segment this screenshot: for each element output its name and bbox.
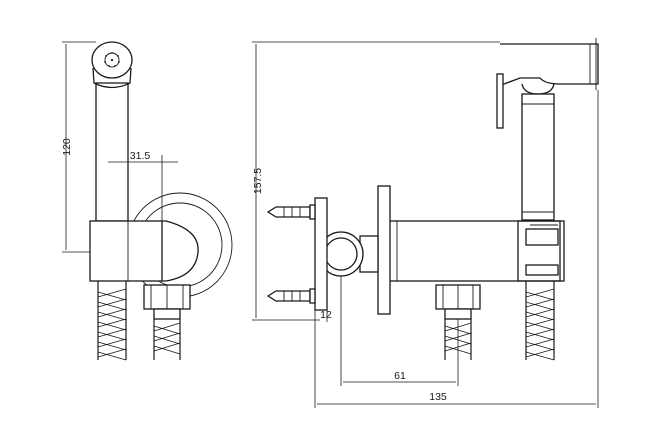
dim-label-12: 12: [320, 309, 332, 321]
hose-side: [97, 281, 127, 361]
front-view: 157.5 12 61 135: [252, 38, 599, 408]
dim-label-120: 120: [61, 138, 73, 156]
hose-inlet-side: [153, 319, 181, 360]
wall-anchor-bottom-icon: [266, 288, 316, 304]
wall-anchor-top-icon: [266, 204, 316, 220]
hose-front: [525, 281, 555, 361]
handle-front: [521, 93, 555, 221]
dim-label-61: 61: [394, 370, 406, 382]
spray-head-front: [496, 38, 599, 129]
inlet-nut-front: [435, 284, 481, 320]
dimension-width-total: 135: [314, 90, 599, 408]
holder-body-front: [384, 220, 561, 282]
wall-flange-front: [377, 185, 391, 315]
dimension-spout-spacing: 61: [340, 276, 459, 386]
dim-label-157-5: 157.5: [252, 168, 264, 194]
handle-side: [95, 82, 129, 222]
dimension-height-head: 120: [61, 41, 96, 253]
nozzle-holes-icon: [104, 52, 120, 67]
dimension-height-total: 157.5: [252, 41, 500, 321]
wall-bracket-front: [314, 197, 328, 311]
dim-label-135: 135: [429, 391, 447, 403]
side-view: 120 31.5: [61, 41, 233, 361]
dimension-offset-side: 31.5: [108, 150, 178, 221]
body-block-side: [89, 220, 163, 282]
dimension-bracket-depth: 12: [314, 309, 332, 322]
spray-head-side: [91, 41, 133, 89]
inlet-nut-side: [143, 284, 191, 320]
dim-label-31-5: 31.5: [130, 150, 151, 162]
